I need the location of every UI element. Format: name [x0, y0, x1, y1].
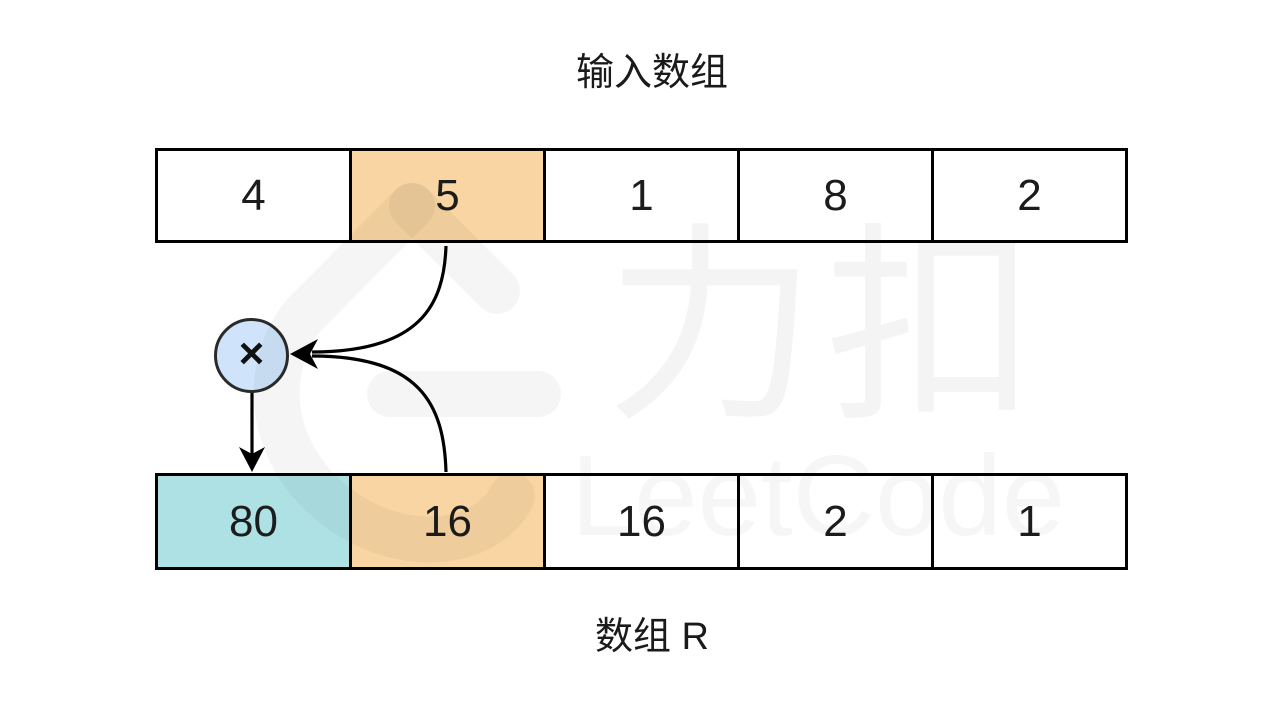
- multiply-operator-circle: ×: [214, 318, 289, 393]
- input-cell-0: 4: [155, 148, 352, 243]
- input-cell-3: 8: [737, 148, 934, 243]
- input-array-title: 输入数组: [575, 52, 728, 94]
- arrowhead-left-icon: [290, 339, 318, 369]
- watermark-cjk-text: 力扣: [605, 222, 1045, 434]
- result-cell-4: 1: [931, 473, 1128, 570]
- result-array-row: 80 16 16 2 1: [155, 473, 1128, 570]
- result-cell-0: 80: [155, 473, 352, 570]
- arrowhead-down-icon: [239, 447, 265, 472]
- multiply-icon: ×: [238, 328, 265, 378]
- input-cell-4: 2: [931, 148, 1128, 243]
- result-cell-2: 16: [543, 473, 740, 570]
- input-cell-2: 1: [543, 148, 740, 243]
- result-array-label: 数组 R: [594, 616, 709, 658]
- input-array-row: 4 5 1 8 2: [155, 148, 1128, 243]
- arrow-curve-from-result-16: [311, 354, 448, 473]
- result-cell-1: 16: [349, 473, 546, 570]
- result-cell-3: 2: [737, 473, 934, 570]
- arrow-curve-from-input-5: [311, 245, 448, 354]
- input-cell-1: 5: [349, 148, 546, 243]
